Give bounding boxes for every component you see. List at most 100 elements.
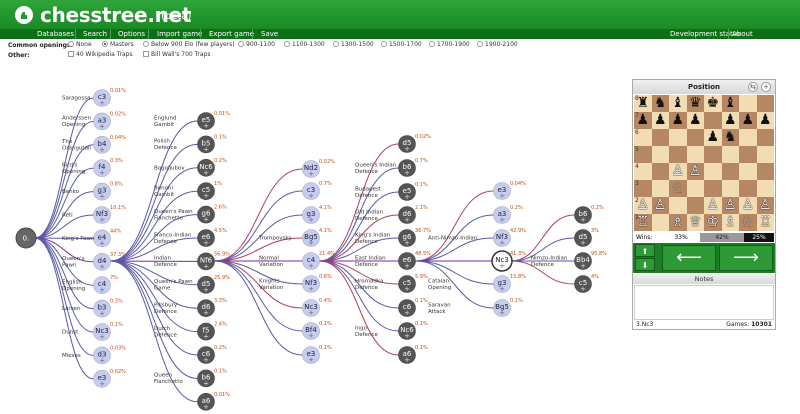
expand-plus-icon[interactable]: + [404,145,410,153]
radio-dot[interactable] [68,41,74,47]
board-square[interactable] [756,146,774,163]
expand-plus-icon[interactable]: + [404,169,410,177]
board-square[interactable]: ♟7 [634,112,652,129]
move-node[interactable] [493,229,511,247]
move-node[interactable] [398,135,416,153]
move-node[interactable] [398,252,416,270]
expand-plus-icon[interactable]: + [308,262,314,270]
radio-dot[interactable] [429,41,435,47]
radio-1300-1500[interactable]: 1300-1500 [333,41,374,48]
board-square[interactable]: ♙2 [634,197,652,214]
expand-plus-icon[interactable]: + [308,170,314,178]
board-square[interactable]: ♜8 [634,95,652,112]
board-square[interactable] [669,197,687,214]
board-square[interactable] [686,146,704,163]
radio-below-900[interactable]: Below 900 Elo (few players) [143,41,235,48]
radio-dot[interactable] [333,41,339,47]
board-square[interactable]: ♘ [739,214,757,231]
expand-plus-icon[interactable]: + [99,169,105,177]
expand-plus-icon[interactable]: + [203,333,209,341]
notes-textarea[interactable] [634,285,774,320]
add-icon[interactable]: + [761,82,771,92]
checkbox[interactable] [68,51,74,57]
expand-plus-icon[interactable]: + [203,379,209,387]
expand-plus-icon[interactable]: + [404,262,410,270]
radio-dot[interactable] [381,41,387,47]
board-square[interactable] [686,180,704,197]
expand-plus-icon[interactable]: + [99,263,105,271]
move-node[interactable] [197,252,215,271]
chess-piece[interactable]: ♘ [741,214,755,230]
chess-piece[interactable]: ♗ [671,214,685,230]
expand-plus-icon[interactable]: + [99,122,105,130]
board-square[interactable]: ♟ [756,112,774,129]
board-square[interactable]: ♝ [669,95,687,112]
chess-piece[interactable]: ♖ [636,214,650,230]
move-node[interactable] [93,159,111,177]
radio-dot[interactable] [238,41,244,47]
expand-plus-icon[interactable]: + [99,146,105,154]
expand-plus-icon[interactable]: + [203,309,209,317]
board-square[interactable] [756,95,774,112]
chess-piece[interactable]: ♙ [671,163,685,179]
board-square[interactable] [704,180,722,197]
move-node[interactable] [197,322,215,341]
chess-piece[interactable]: ♝ [671,95,685,111]
move-node[interactable] [398,299,416,317]
expand-plus-icon[interactable]: + [404,216,410,224]
chess-piece[interactable]: ♟ [741,112,755,128]
board-square[interactable]: 3 [634,180,652,197]
down-arrow-icon[interactable]: ⬇ [635,258,655,271]
chess-piece[interactable]: ♘ [671,180,685,196]
move-node[interactable] [302,322,320,340]
expand-plus-icon[interactable]: + [99,193,105,201]
move-node[interactable] [93,323,111,341]
expand-plus-icon[interactable]: + [203,239,209,247]
check-wikipedia-traps[interactable]: 40 Wikipedia Traps [68,51,133,58]
chess-piece[interactable]: ♙ [723,197,737,213]
board-square[interactable]: ♖1 [634,214,652,231]
board-square[interactable]: ♗ [669,214,687,231]
board-square[interactable] [739,146,757,163]
board-square[interactable]: ♙ [704,197,722,214]
board-square[interactable] [651,129,669,146]
board-square[interactable]: ♟ [704,129,722,146]
menu-about[interactable]: About [732,30,753,38]
expand-plus-icon[interactable]: + [203,262,209,270]
radio-masters[interactable]: Masters [102,41,134,48]
move-node[interactable] [398,206,416,224]
move-node[interactable] [574,206,592,224]
expand-plus-icon[interactable]: + [499,309,505,317]
move-node[interactable] [93,112,111,131]
move-node[interactable] [93,369,111,388]
radio-dot[interactable] [284,41,290,47]
menu-save[interactable]: Save [261,30,279,38]
expand-plus-icon[interactable]: + [308,192,314,200]
flip-board-icon[interactable]: ⇆ [748,82,758,92]
radio-900-1100[interactable]: 900-1100 [238,41,275,48]
root-node[interactable] [15,227,37,249]
board-square[interactable] [686,129,704,146]
board-square[interactable]: ♟ [721,112,739,129]
expand-plus-icon[interactable]: + [99,356,105,364]
expand-plus-icon[interactable]: + [203,192,209,200]
expand-plus-icon[interactable]: + [404,193,410,201]
expand-plus-icon[interactable]: + [308,356,314,364]
move-node[interactable] [93,229,111,248]
checkbox[interactable] [143,51,149,57]
move-node[interactable] [197,275,215,294]
move-node[interactable] [491,250,513,272]
expand-plus-icon[interactable]: + [99,333,105,341]
move-node[interactable] [197,346,215,364]
move-node[interactable] [93,89,111,107]
expand-plus-icon[interactable]: + [499,216,505,224]
chess-piece[interactable]: ♔ [706,214,720,230]
board-square[interactable] [669,129,687,146]
chess-piece[interactable]: ♚ [706,95,720,111]
chess-piece[interactable]: ♛ [688,95,702,111]
expand-plus-icon[interactable]: + [499,239,505,247]
expand-plus-icon[interactable]: + [404,285,410,293]
forward-arrow-icon[interactable]: ⟶ [719,245,773,271]
move-node[interactable] [302,252,320,270]
move-node[interactable] [398,183,416,201]
